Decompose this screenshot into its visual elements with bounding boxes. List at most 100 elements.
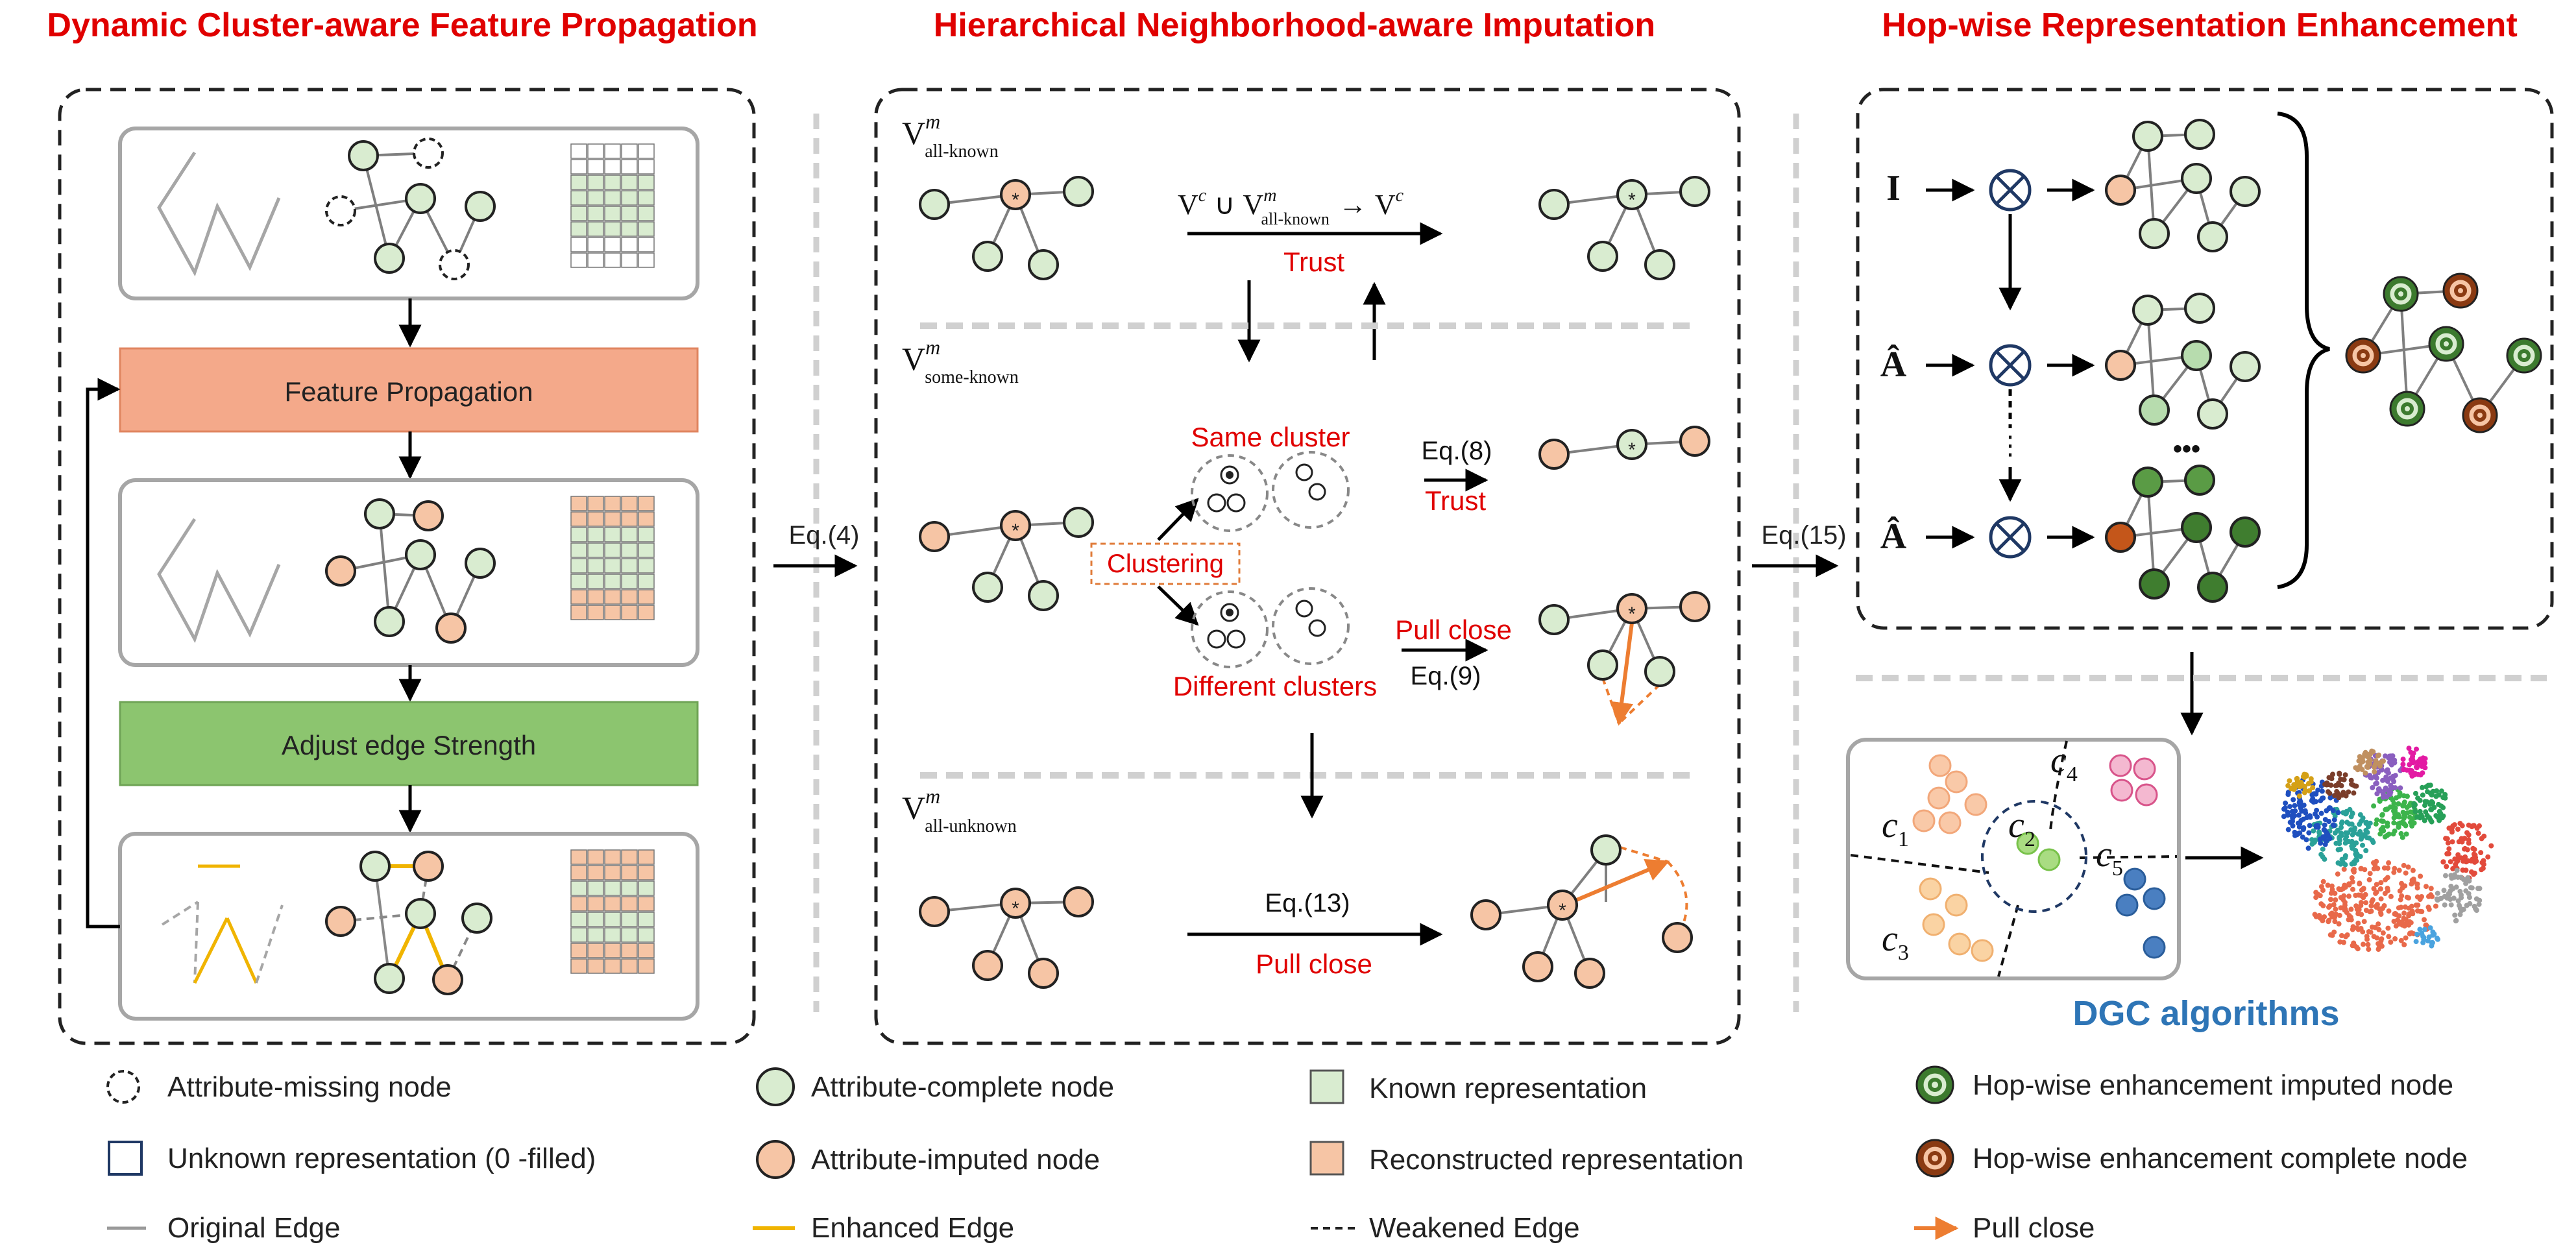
matrix-cell <box>587 511 604 527</box>
scatter-point <box>2400 885 2405 891</box>
scatter-point <box>2455 827 2461 832</box>
scatter-point <box>2425 789 2430 795</box>
scatter-point <box>2358 926 2364 931</box>
scatter-point <box>2294 778 2300 784</box>
scatter-point <box>2375 753 2381 758</box>
same-cluster-label: Same cluster <box>1191 422 1350 452</box>
cluster-node <box>1927 786 1950 810</box>
scatter-point <box>2382 891 2388 896</box>
matrix-cell <box>604 190 621 206</box>
scatter-point <box>2400 809 2406 815</box>
scatter-point <box>2449 839 2455 845</box>
scatter-point <box>2413 903 2419 908</box>
scatter-point <box>2346 893 2351 899</box>
scatter-point <box>2408 920 2414 926</box>
scatter-point <box>2292 808 2298 814</box>
scatter-point <box>2460 858 2466 864</box>
scatter-point <box>2370 785 2376 790</box>
attribute-missing-node-icon <box>106 1070 140 1104</box>
matrix-cell <box>604 958 621 974</box>
scatter-point <box>2420 784 2425 790</box>
scatter-point <box>2374 781 2379 786</box>
scatter-point <box>2412 808 2418 814</box>
scatter-point <box>2414 814 2420 820</box>
scatter-point <box>2340 790 2346 795</box>
scatter-point <box>2337 770 2342 776</box>
right-panel-title: Hop-wise Representation Enhancement <box>1882 6 2518 44</box>
scatter-point <box>2313 837 2318 843</box>
scatter-point <box>2481 833 2487 839</box>
matrix-cell <box>570 558 587 574</box>
scatter-point <box>2422 917 2427 923</box>
scatter-point <box>2399 880 2405 886</box>
scatter-point <box>2302 775 2307 780</box>
scatter-point <box>2388 775 2394 781</box>
scatter-point <box>2336 886 2342 891</box>
matrix-cell <box>638 958 655 974</box>
scatter-point <box>2463 867 2469 873</box>
scatter-point <box>2454 867 2460 873</box>
matrix-cell <box>638 880 655 896</box>
scatter-point <box>2364 829 2370 835</box>
matrix-cell <box>604 206 621 221</box>
scatter-point <box>2459 892 2464 898</box>
matrix-cell <box>604 237 621 252</box>
scatter-point <box>2320 888 2326 893</box>
scatter-point <box>2455 852 2461 858</box>
scatter-point <box>2472 859 2477 865</box>
different-clusters-label: Different clusters <box>1173 671 1377 701</box>
scatter-point <box>2396 821 2401 827</box>
scatter-point <box>2386 934 2392 940</box>
matrix-cell <box>621 558 638 574</box>
scatter-point <box>2339 832 2344 838</box>
legend-item-label: Attribute-complete node <box>811 1071 1114 1103</box>
scatter-point <box>2396 921 2402 927</box>
scatter-point <box>2353 783 2359 789</box>
scatter-point <box>2401 801 2407 807</box>
scatter-point <box>2472 903 2477 909</box>
legend-item-label: Weakened Edge <box>1369 1212 1580 1244</box>
matrix-cell <box>570 237 587 252</box>
scatter-point <box>2306 830 2312 836</box>
legend-item-label: Reconstructed representation <box>1369 1144 1744 1176</box>
eq4-label: Eq.(4) <box>789 521 860 550</box>
cluster-node <box>2109 754 2132 777</box>
legend-item-label: Unknown representation (0 -filled) <box>167 1143 596 1174</box>
scatter-point <box>2365 764 2370 770</box>
scatter-point <box>2386 791 2392 797</box>
scatter-point <box>2379 812 2385 818</box>
matrix-cell <box>621 143 638 159</box>
scatter-point <box>2380 792 2386 797</box>
scatter-point <box>2405 864 2411 870</box>
scatter-point <box>2332 830 2338 836</box>
scatter-point <box>2337 912 2342 918</box>
pull-close-label-1: Pull close <box>1395 614 1512 645</box>
matrix-cell <box>587 527 604 542</box>
scatter-point <box>2424 784 2429 790</box>
scatter-point <box>2329 887 2335 893</box>
attribute-complete-node-icon <box>756 1067 795 1106</box>
scatter-point <box>2313 890 2319 895</box>
matrix-cell <box>621 589 638 605</box>
scatter-point <box>2327 790 2333 796</box>
scatter-point <box>2350 832 2355 838</box>
scatter-point <box>2391 820 2397 826</box>
scatter-point <box>2342 840 2348 846</box>
scatter-point <box>2477 823 2482 829</box>
scatter-point <box>2349 861 2355 867</box>
matrix-cell <box>587 221 604 237</box>
scatter-point <box>2371 934 2377 940</box>
scatter-point <box>2331 929 2337 935</box>
scatter-point <box>2428 806 2434 812</box>
scatter-point <box>2379 936 2385 942</box>
scatter-point <box>2369 838 2375 843</box>
scatter-point <box>2313 824 2319 830</box>
scatter-point <box>2285 827 2291 832</box>
scatter-point <box>2380 825 2386 831</box>
vertical-dots: ⋮ <box>1997 431 2023 460</box>
scatter-point <box>2332 919 2338 925</box>
scatter-point <box>2350 886 2355 892</box>
scatter-point <box>2339 825 2344 831</box>
matrix-cell <box>604 912 621 927</box>
